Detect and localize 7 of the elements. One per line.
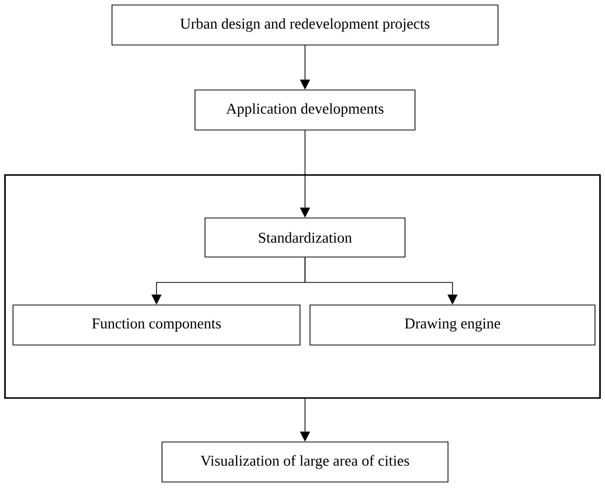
process-box: Drawing engine: [310, 304, 596, 346]
process-box: Urban design and redevelopment projects: [112, 4, 498, 46]
group-box: [4, 174, 601, 399]
process-box: Visualization of large area of cities: [162, 442, 448, 482]
process-box: Application developments: [194, 90, 416, 130]
process-box: Function components: [12, 304, 300, 346]
process-box: Standardization: [204, 218, 406, 258]
